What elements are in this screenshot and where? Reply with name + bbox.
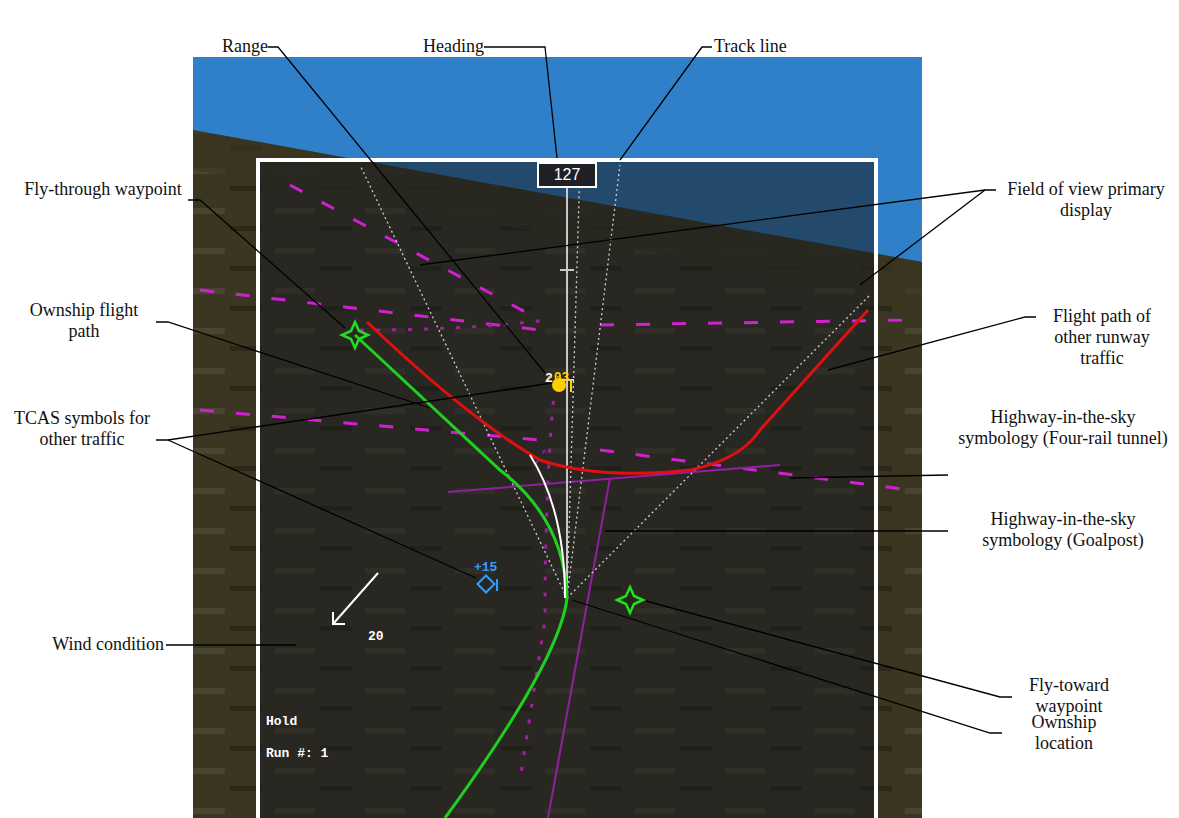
display-readout: Hold	[266, 714, 297, 729]
callout-label: Field of view primary display	[998, 179, 1174, 221]
callout-label: Highway-in-the-sky symbology (Four-rail …	[950, 407, 1176, 449]
callout-label: Wind condition	[6, 634, 164, 655]
callout-label: Ownship flight path	[14, 300, 154, 342]
callout-label: TCAS symbols for other traffic	[10, 408, 154, 450]
callout-label: Fly-toward waypoint	[1014, 675, 1124, 717]
display-readout: Run #: 1	[266, 746, 328, 761]
heading-readout: 127	[554, 166, 581, 183]
callout-label: Flight path of other runway traffic	[1038, 306, 1166, 369]
callout-label: Heading	[404, 36, 484, 57]
heading-box: 127	[537, 162, 597, 188]
display-readout: 20	[368, 629, 384, 644]
display-readout: -03	[546, 370, 569, 385]
callout-label: Highway-in-the-sky symbology (Goalpost)	[950, 509, 1176, 551]
callout-label: Fly-through waypoint	[20, 179, 186, 200]
display-readout: +15	[474, 560, 497, 575]
callout-label: Ownship location	[1004, 712, 1124, 754]
callout-label: Range	[208, 36, 268, 57]
callout-label: Track line	[714, 36, 804, 57]
